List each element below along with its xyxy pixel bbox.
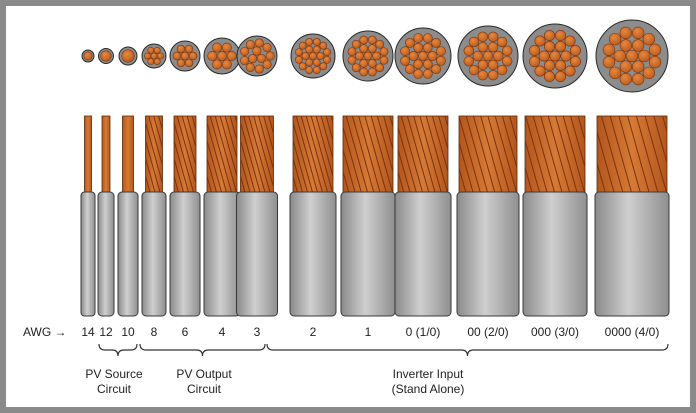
copper-conductor-10 xyxy=(122,115,134,195)
cross-section-00-2-0 xyxy=(457,25,519,87)
copper-conductor-000-3-0 xyxy=(524,115,586,195)
awg-size-labels: 14 12 10 8 6 4 3 2 1 0 (1/0) 00 (2/0) 000 (3/0) 0000… xyxy=(81,325,659,339)
cross-section-1 xyxy=(342,30,394,82)
inverter-input-label-line1: Inverter Input xyxy=(393,367,464,381)
cross-section-12 xyxy=(98,48,114,64)
awg-label-00-2-0: 00 (2/0) xyxy=(467,325,508,339)
pv-source-brace xyxy=(98,343,138,357)
insulation-0-1-0 xyxy=(394,191,452,317)
pv-output-brace xyxy=(139,343,266,357)
awg-axis-label: AWG → xyxy=(23,325,67,339)
wire-cross-sections xyxy=(81,19,669,93)
awg-label-8: 8 xyxy=(151,325,158,339)
awg-label-1: 1 xyxy=(365,325,372,339)
insulation-0000-4-0 xyxy=(594,191,670,317)
insulation-8 xyxy=(141,191,167,317)
copper-conductor-4 xyxy=(206,115,238,195)
copper-conductor-14 xyxy=(84,115,92,195)
insulation-3 xyxy=(236,191,278,317)
awg-label-3: 3 xyxy=(254,325,261,339)
cross-section-000-3-0 xyxy=(522,23,588,89)
insulation-2 xyxy=(289,191,337,317)
copper-conductor-0-1-0 xyxy=(397,115,449,195)
copper-conductor-6 xyxy=(173,115,197,195)
pv-source-label-line2: Circuit xyxy=(97,382,132,396)
wire-insulations xyxy=(80,191,670,317)
cross-section-0-1-0 xyxy=(394,27,452,85)
awg-label-0-1-0: 0 (1/0) xyxy=(406,325,441,339)
copper-conductor-3 xyxy=(240,115,274,195)
inverter-input-label-line2: (Stand Alone) xyxy=(392,382,465,396)
cross-section-2 xyxy=(290,33,336,79)
insulation-10 xyxy=(117,191,139,317)
copper-conductor-2 xyxy=(292,115,334,195)
insulation-00-2-0 xyxy=(456,191,520,317)
awg-label-6: 6 xyxy=(182,325,189,339)
copper-conductor-12 xyxy=(101,115,111,195)
cross-section-6 xyxy=(169,40,201,72)
awg-label-0000-4-0: 0000 (4/0) xyxy=(605,325,660,339)
awg-label-10: 10 xyxy=(121,325,135,339)
pv-source-label-line1: PV Source xyxy=(85,367,143,381)
pv-output-label-line1: PV Output xyxy=(176,367,232,381)
copper-conductor-1 xyxy=(342,115,394,195)
copper-conductor-00-2-0 xyxy=(458,115,518,195)
copper-conductor-0000-4-0 xyxy=(596,115,668,195)
insulation-6 xyxy=(169,191,201,317)
cross-section-10 xyxy=(118,46,138,66)
insulation-1 xyxy=(340,191,396,317)
insulation-000-3-0 xyxy=(522,191,588,317)
insulation-14 xyxy=(80,191,96,317)
copper-conductors xyxy=(84,115,668,195)
awg-label-4: 4 xyxy=(219,325,226,339)
group-braces xyxy=(98,343,669,357)
cross-section-0000-4-0 xyxy=(595,19,669,93)
inverter-input-brace xyxy=(266,343,669,357)
cross-section-3 xyxy=(236,35,278,77)
cross-section-8 xyxy=(141,43,167,69)
awg-label-12: 12 xyxy=(99,325,113,339)
pv-output-label-line2: Circuit xyxy=(187,382,222,396)
insulation-4 xyxy=(203,191,241,317)
cross-section-14 xyxy=(81,49,95,63)
insulation-12 xyxy=(97,191,115,317)
cross-section-4 xyxy=(203,37,241,75)
awg-label-14: 14 xyxy=(81,325,95,339)
copper-conductor-8 xyxy=(145,115,163,195)
awg-label-000-3-0: 000 (3/0) xyxy=(531,325,579,339)
awg-label-2: 2 xyxy=(310,325,317,339)
